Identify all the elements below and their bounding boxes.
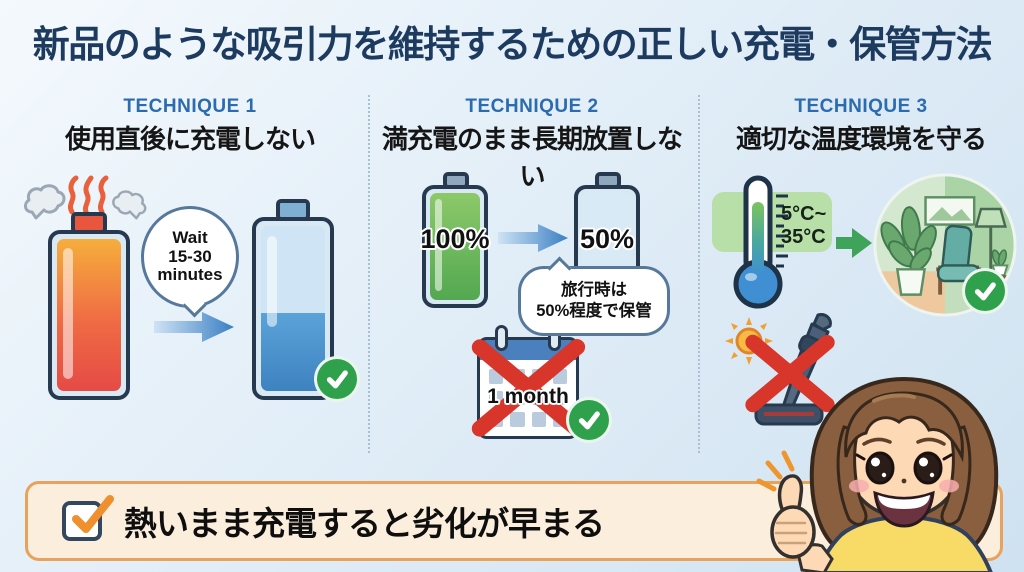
temperature-range-text: 5°C~ 35°C — [781, 203, 835, 249]
page-title: 新品のような吸引力を維持するための正しい充電・保管方法 — [32, 24, 993, 65]
summary-banner: 熱いまま充電すると劣化が早まる — [25, 481, 1003, 561]
check-icon — [314, 356, 360, 402]
column-divider — [698, 95, 700, 453]
technique-2-heading: 満充電のまま長期放置しない — [381, 124, 683, 191]
heat-waves-icon — [64, 174, 110, 216]
thermometer-icon — [720, 174, 796, 310]
arrow-right-icon — [152, 310, 236, 344]
bubble-line: Wait — [172, 227, 208, 247]
bubble-line: 15-30 — [168, 246, 212, 266]
banner-text: 熱いまま充電すると劣化が早まる — [124, 505, 605, 542]
battery-full-label: 100% — [420, 224, 490, 254]
temp-line: 5°C~ — [781, 203, 827, 225]
wait-speech-bubble: Wait 15-30 minutes — [141, 206, 239, 308]
steam-cloud-icon — [110, 188, 148, 222]
checkbox-icon — [62, 495, 114, 541]
check-icon — [962, 268, 1008, 314]
check-icon — [566, 397, 612, 443]
column-divider — [368, 95, 370, 453]
battery-full-icon — [422, 185, 488, 308]
arrow-right-icon — [496, 222, 570, 254]
calendar-ring — [495, 325, 508, 351]
steam-cloud-icon — [22, 182, 68, 222]
technique-1-heading: 使用直後に充電しない — [64, 124, 316, 154]
hot-battery-icon — [48, 230, 130, 400]
calendar-label: 1 month — [487, 385, 569, 408]
technique-2-label: TECHNIQUE 2 — [465, 96, 599, 117]
arrow-right-icon — [834, 226, 874, 260]
temp-line: 35°C — [781, 226, 826, 248]
technique-3-label: TECHNIQUE 3 — [794, 96, 928, 117]
battery-stored-label: 50% — [579, 224, 635, 254]
bubble-line: 旅行時は — [561, 281, 627, 300]
technique-1-label: TECHNIQUE 1 — [123, 96, 257, 117]
technique-3-heading: 適切な温度環境を守る — [735, 124, 987, 154]
bubble-line: 50%程度で保管 — [536, 302, 652, 320]
bubble-line: minutes — [157, 265, 223, 285]
mascot-character — [754, 367, 1024, 572]
storage-speech-bubble: 旅行時は 50%程度で保管 — [518, 266, 670, 336]
